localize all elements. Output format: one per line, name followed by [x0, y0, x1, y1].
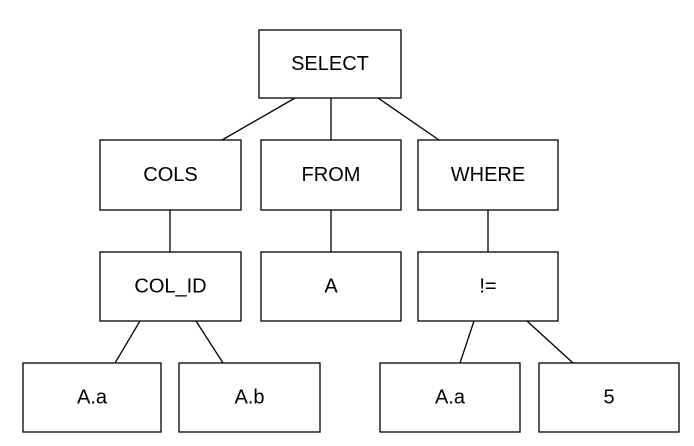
node-cols-label: COLS	[143, 164, 197, 186]
node-from: FROM	[260, 139, 402, 211]
node-table-a-box	[260, 251, 402, 322]
edge-colid-ab	[195, 320, 224, 364]
node-leaf-col-b-label: A.b	[234, 387, 264, 409]
edge-op-lhs	[459, 320, 475, 364]
node-not-equal: !=	[417, 251, 559, 322]
node-leaf-lhs: A.a	[379, 362, 521, 433]
node-col-id-box	[99, 251, 242, 322]
node-leaf-col-b-box	[178, 362, 321, 433]
node-select-label: SELECT	[291, 53, 369, 75]
node-leaf-lhs-label: A.a	[435, 387, 466, 409]
node-select: SELECT	[258, 29, 402, 99]
node-leaf-col-a: A.a	[22, 362, 162, 433]
node-from-box	[260, 139, 402, 211]
node-where-label: WHERE	[451, 164, 525, 186]
edge-select-where	[377, 97, 440, 141]
node-leaf-rhs-label: 5	[603, 387, 614, 409]
node-leaf-col-b: A.b	[178, 362, 321, 433]
edge-select-cols	[221, 97, 296, 141]
node-not-equal-label: !=	[479, 276, 496, 298]
node-cols: COLS	[99, 139, 242, 211]
node-cols-box	[99, 139, 242, 211]
edge-colid-aa	[114, 320, 141, 364]
node-col-id-label: COL_ID	[134, 276, 206, 298]
node-table-a: A	[260, 251, 402, 322]
node-not-equal-box	[417, 251, 559, 322]
node-leaf-rhs: 5	[538, 362, 680, 433]
node-leaf-col-a-box	[22, 362, 162, 433]
tree-edges	[114, 97, 574, 364]
node-leaf-lhs-box	[379, 362, 521, 433]
node-col-id: COL_ID	[99, 251, 242, 322]
node-leaf-rhs-box	[538, 362, 680, 433]
node-from-label: FROM	[302, 164, 361, 186]
node-table-a-label: A	[324, 276, 338, 298]
node-where-box	[417, 139, 559, 211]
node-where: WHERE	[417, 139, 559, 211]
node-leaf-col-a-label: A.a	[77, 387, 108, 409]
edge-op-rhs	[526, 320, 574, 364]
node-select-box	[258, 29, 402, 99]
